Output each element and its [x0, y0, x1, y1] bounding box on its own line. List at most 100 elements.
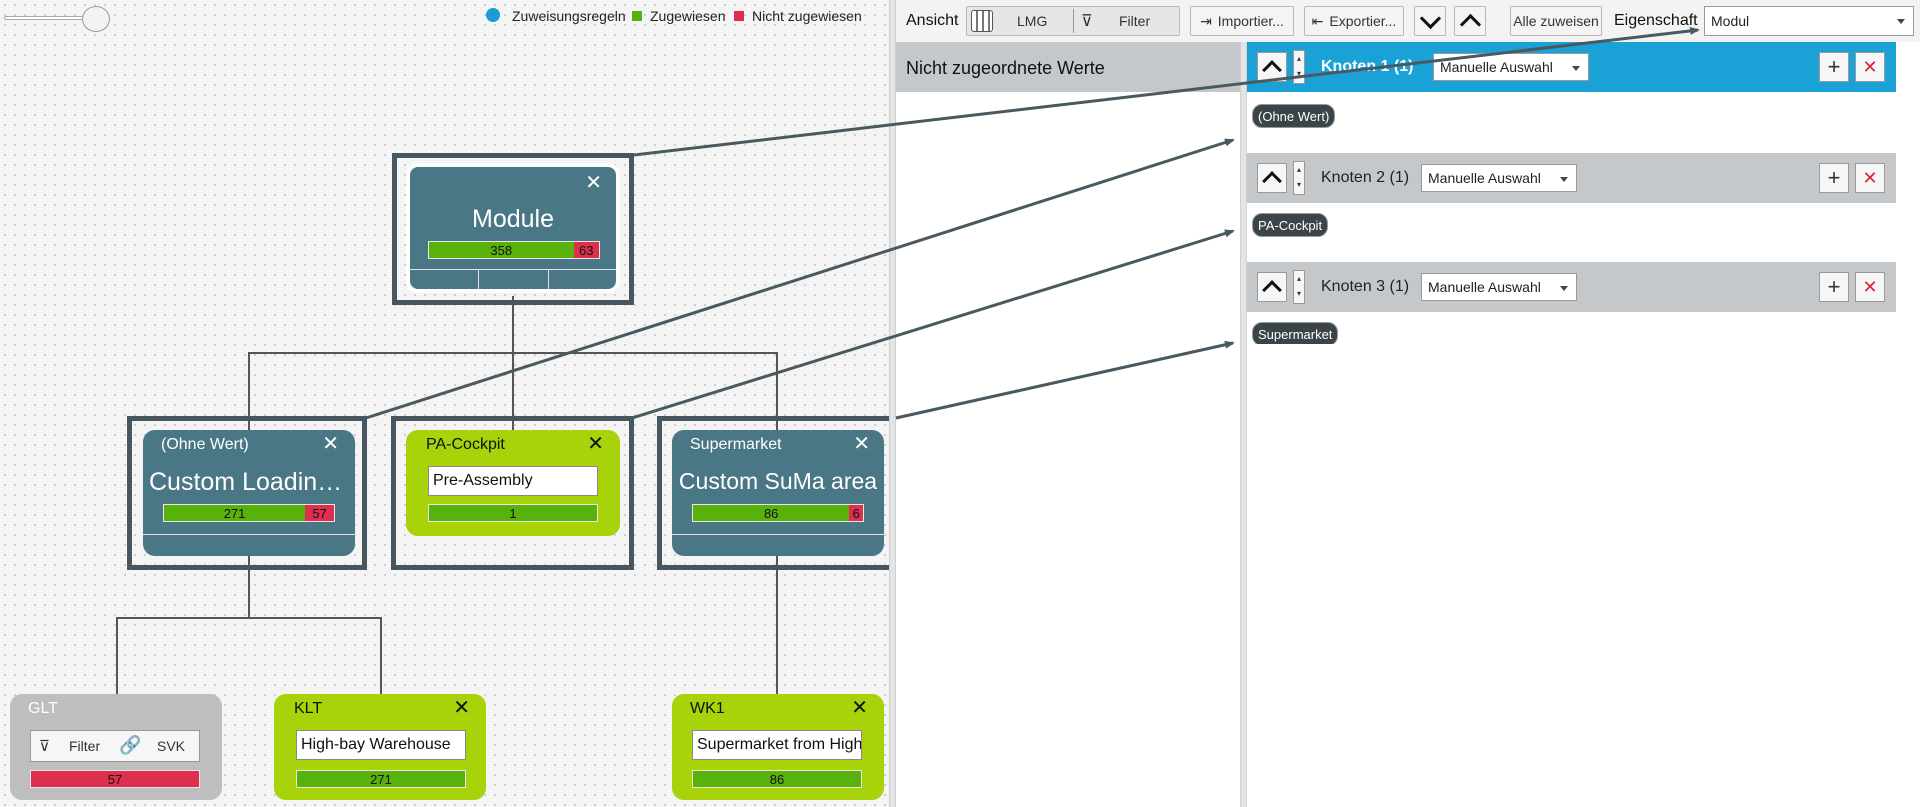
column-splitter[interactable]	[1240, 42, 1247, 807]
mapping-arrow	[365, 138, 1235, 420]
property-select[interactable]: Modul	[1704, 6, 1914, 36]
node-subtitle: (Ohne Wert)	[161, 436, 249, 453]
node-name-input[interactable]: High-bay Warehouse	[296, 730, 466, 760]
tree-node-pa-cockpit[interactable]: PA-Cockpit ✕ Pre-Assembly 1	[406, 430, 620, 536]
assigned-count: 271	[297, 771, 465, 787]
collapse-all-button[interactable]	[1454, 6, 1486, 36]
legend-rules: Zuweisungsregeln	[512, 8, 626, 24]
add-button[interactable]: +	[1819, 272, 1849, 302]
unassigned-list[interactable]	[896, 92, 1240, 807]
chevron-down-icon	[1560, 177, 1568, 182]
connector	[776, 546, 778, 696]
lmg-button[interactable]: LMG	[1017, 13, 1048, 29]
order-spinner[interactable]: ▴▾	[1293, 161, 1305, 195]
mode-select[interactable]: Manuelle Auswahl	[1421, 273, 1577, 301]
assign-all-button[interactable]: Alle zuweisen	[1510, 6, 1602, 36]
count-bar: 57	[30, 770, 200, 788]
assigned-value-pill[interactable]: PA-Cockpit	[1252, 213, 1329, 237]
mode-select[interactable]: Manuelle Auswahl	[1421, 164, 1577, 192]
lmg-icon[interactable]	[971, 10, 993, 32]
close-icon[interactable]: ✕	[322, 433, 339, 455]
unassigned-title: Nicht zugeordnete Werte	[906, 58, 1105, 78]
node-header-2[interactable]: ▴▾ Knoten 2 (1) Manuelle Auswahl + ✕	[1247, 153, 1896, 203]
assigned-value-pill[interactable]: (Ohne Wert)	[1252, 104, 1336, 128]
node-header-3[interactable]: ▴▾ Knoten 3 (1) Manuelle Auswahl + ✕	[1247, 262, 1896, 312]
mode-select-value: Manuelle Auswahl	[1428, 170, 1541, 186]
node-header-1[interactable]: ▴▾ Knoten 1 (1) Manuelle Auswahl + ✕	[1247, 42, 1896, 92]
zoom-slider[interactable]	[4, 6, 110, 32]
add-button[interactable]: +	[1819, 52, 1849, 82]
count-bar: 86 6	[692, 504, 864, 522]
node-subtitle: PA-Cockpit	[426, 436, 505, 453]
count-bar: 358 63	[428, 241, 600, 259]
expand-all-button[interactable]	[1414, 6, 1446, 36]
tree-node-klt[interactable]: KLT ✕ High-bay Warehouse 271	[274, 694, 486, 800]
tree-node-supermarket[interactable]: Supermarket ✕ Custom SuMa area 86 6	[672, 430, 884, 556]
unassigned-count: 63	[573, 242, 599, 258]
node-selection	[391, 416, 634, 570]
add-button[interactable]: +	[1819, 163, 1849, 193]
remove-button[interactable]: ✕	[1855, 52, 1885, 82]
svk-label[interactable]: SVK	[157, 738, 186, 754]
legend: Zuweisungsregeln Zugewiesen Nicht zugewi…	[486, 8, 866, 28]
node-subtitle: Supermarket	[690, 436, 782, 453]
close-icon[interactable]: ✕	[585, 172, 602, 194]
export-icon: ⇤	[1311, 12, 1324, 29]
order-spinner[interactable]: ▴▾	[1293, 270, 1305, 304]
toolbar: Ansicht LMG ⊽ Filter ⇥ Importier... ⇤ Ex…	[896, 0, 1920, 42]
connector	[116, 617, 382, 619]
export-button[interactable]: ⇤ Exportier...	[1304, 6, 1404, 36]
connector	[248, 352, 250, 430]
connector	[116, 617, 118, 695]
legend-assigned: Zugewiesen	[650, 8, 726, 24]
assigned-count: 86	[693, 505, 850, 521]
node-name-input[interactable]: Supermarket from High	[692, 730, 862, 760]
zoom-slider-handle[interactable]	[82, 6, 110, 32]
mode-select[interactable]: Manuelle Auswahl	[1433, 53, 1589, 81]
tree-node-ohne-wert[interactable]: (Ohne Wert) ✕ Custom Loading ... 271 57	[143, 430, 355, 556]
count-bar: 1	[428, 504, 598, 522]
node-selection	[127, 416, 367, 570]
connector	[248, 546, 250, 618]
close-icon[interactable]: ✕	[851, 697, 868, 719]
move-up-button[interactable]	[1257, 272, 1287, 302]
assigned-count: 1	[429, 505, 597, 521]
tree-node-glt[interactable]: GLT ⊽ Filter 🔗 SVK 57	[10, 694, 222, 800]
root-node[interactable]: ✕ Module 358 63	[406, 163, 620, 293]
connector	[776, 352, 778, 430]
remove-button[interactable]: ✕	[1855, 163, 1885, 193]
export-label: Exportier...	[1329, 13, 1397, 29]
panel-splitter[interactable]	[889, 0, 896, 807]
unassigned-count: 57	[305, 505, 334, 521]
node-name-input[interactable]: Pre-Assembly	[428, 466, 598, 496]
unassigned-count: 57	[31, 771, 199, 787]
mode-select-value: Manuelle Auswahl	[1428, 279, 1541, 295]
mode-select-value: Manuelle Auswahl	[1440, 59, 1553, 75]
link-icon[interactable]: 🔗	[119, 735, 142, 755]
chevron-down-icon	[1897, 19, 1905, 24]
filter-label[interactable]: Filter	[69, 738, 101, 754]
move-up-button[interactable]	[1257, 52, 1287, 82]
move-up-button[interactable]	[1257, 163, 1287, 193]
tree-node-wk1[interactable]: WK1 ✕ Supermarket from High 86	[672, 694, 884, 800]
close-icon[interactable]: ✕	[853, 433, 870, 455]
view-toggle-group: LMG ⊽ Filter	[966, 6, 1180, 36]
toggle-divider	[1073, 9, 1074, 33]
tree-canvas[interactable]: Zuweisungsregeln Zugewiesen Nicht zugewi…	[0, 0, 897, 807]
node-footer	[410, 269, 616, 270]
remove-button[interactable]: ✕	[1855, 272, 1885, 302]
info-icon	[486, 8, 500, 22]
mapping-arrow	[631, 229, 1235, 420]
assigned-count: 271	[164, 505, 306, 521]
connector	[380, 617, 382, 695]
count-bar: 271	[296, 770, 466, 788]
filter-button[interactable]: Filter	[1119, 13, 1151, 29]
import-button[interactable]: ⇥ Importier...	[1190, 6, 1294, 36]
close-icon[interactable]: ✕	[587, 433, 604, 455]
unassigned-swatch	[734, 11, 744, 21]
filter-icon[interactable]: ⊽	[1081, 13, 1093, 30]
close-icon[interactable]: ✕	[453, 697, 470, 719]
filter-icon[interactable]: ⊽	[39, 738, 50, 755]
view-label: Ansicht	[906, 12, 959, 29]
assigned-value-pill[interactable]: Supermarket	[1252, 322, 1339, 346]
